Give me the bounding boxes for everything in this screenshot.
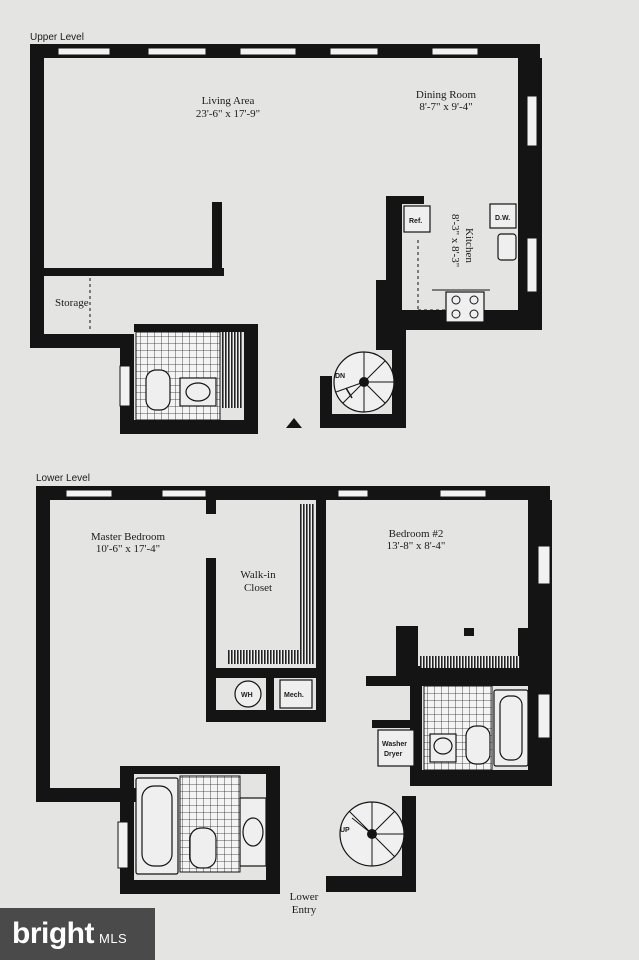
upper-kitchen: Ref. D.W.: [403, 203, 517, 323]
living-area-label: Living Area: [202, 95, 255, 107]
stair-dn-label: DN: [335, 373, 345, 380]
dining-room-label: Dining Room: [416, 89, 477, 101]
bright-mls-watermark: bright MLS: [0, 908, 155, 960]
upper-level: Upper Level: [30, 32, 542, 434]
kitchen-dims: 8'-3" x 8'-3": [449, 214, 461, 267]
lower-level-title: Lower Level: [36, 473, 90, 484]
closet-label-line2: Closet: [244, 582, 272, 594]
bedroom-2-label: Bedroom #2: [389, 528, 444, 540]
upper-level-title: Upper Level: [30, 32, 84, 43]
lower-entry-line1: Lower: [290, 891, 319, 903]
lower-bath-2: [423, 685, 529, 771]
stair-up-label: UP: [340, 827, 350, 834]
dishwasher-label: D.W.: [495, 215, 510, 222]
upper-bath: [135, 331, 242, 421]
dining-room-dims: 8'-7" x 9'-4": [419, 101, 472, 113]
lower-level: Lower Level: [36, 473, 552, 916]
master-bedroom-dims: 10'-6" x 17'-4": [96, 543, 160, 555]
mech-label: Mech.: [284, 692, 304, 699]
storage-label: Storage: [55, 297, 89, 309]
upper-windows: [57, 47, 538, 407]
living-area-dims: 23'-6" x 17'-9": [196, 108, 260, 120]
lower-windows: [65, 489, 551, 869]
dryer-label: Dryer: [384, 751, 403, 758]
lower-entry-line2: Entry: [292, 904, 317, 916]
upper-spiral-stair: DN: [333, 351, 395, 413]
watermark-sub: MLS: [98, 930, 128, 946]
lower-spiral-stair: UP: [339, 801, 405, 867]
washer-label: Washer: [382, 741, 407, 748]
kitchen-label: Kitchen: [463, 228, 475, 263]
closet-label-line1: Walk-in: [240, 569, 276, 581]
watermark-brand: bright: [12, 917, 94, 950]
lower-master-bath: [135, 775, 267, 875]
bedroom-2-dims: 13'-8" x 8'-4": [387, 540, 446, 552]
water-heater-label: WH: [241, 692, 253, 699]
ref-label: Ref.: [409, 218, 422, 225]
master-bedroom-label: Master Bedroom: [91, 531, 166, 543]
